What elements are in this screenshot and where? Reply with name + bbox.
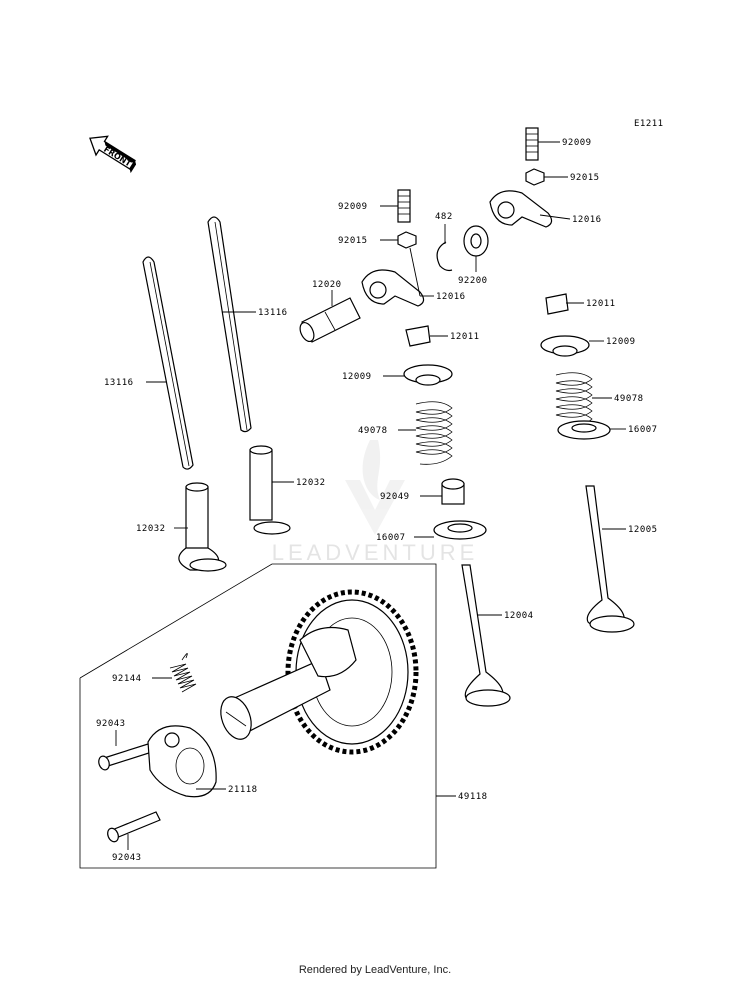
label-482: 482 xyxy=(435,212,453,222)
nut-mid xyxy=(397,231,417,249)
exhaust-valve xyxy=(585,485,635,633)
label-12011-mid: 12011 xyxy=(450,332,480,342)
rocker-arm-top xyxy=(489,190,553,228)
watermark-text: LEADVENTURE xyxy=(272,540,479,565)
collet-mid xyxy=(405,325,431,347)
camshaft-group-box xyxy=(79,563,437,869)
circlip xyxy=(436,241,453,272)
nut-top xyxy=(525,168,545,186)
washer xyxy=(463,225,489,257)
label-12016-top: 12016 xyxy=(572,215,602,225)
label-13116-right: 13116 xyxy=(258,308,288,318)
adjust-screw-mid xyxy=(397,189,411,223)
spring-seat-mid xyxy=(433,520,487,540)
label-92043-bottom: 92043 xyxy=(112,853,142,863)
label-16007-mid: 16007 xyxy=(376,533,406,543)
label-49078-right: 49078 xyxy=(614,394,644,404)
tappet-right xyxy=(249,445,291,535)
label-12032-left: 12032 xyxy=(136,524,166,534)
label-12016-mid: 12016 xyxy=(436,292,466,302)
label-21118: 21118 xyxy=(228,785,258,795)
tappet-left xyxy=(178,482,227,572)
label-92043-top: 92043 xyxy=(96,719,126,729)
part-labels: 92009 92015 12016 92009 482 92015 92200 … xyxy=(96,138,658,863)
adjust-screw-top xyxy=(525,127,539,161)
retainer-right xyxy=(540,335,590,357)
label-12020: 12020 xyxy=(312,280,342,290)
push-rod-left xyxy=(142,256,194,470)
label-92049: 92049 xyxy=(380,492,410,502)
watermark-logo xyxy=(345,440,405,535)
bolt-bottom xyxy=(107,811,161,843)
label-12005: 12005 xyxy=(628,525,658,535)
collet-right xyxy=(545,293,569,315)
footer-credit: Rendered by LeadVenture, Inc. xyxy=(298,964,452,976)
label-92015-mid: 92015 xyxy=(338,236,368,246)
label-12032-right: 12032 xyxy=(296,478,326,488)
rocker-arm-mid xyxy=(361,269,425,307)
label-12004: 12004 xyxy=(504,611,534,621)
governor-spring xyxy=(169,653,197,693)
label-12009-right: 12009 xyxy=(606,337,636,347)
label-49118: 49118 xyxy=(458,792,488,802)
label-92015-top: 92015 xyxy=(570,173,600,183)
valve-stem-seal xyxy=(441,478,465,505)
rocker-shaft xyxy=(299,297,361,343)
label-49078-mid: 49078 xyxy=(358,426,388,436)
intake-valve xyxy=(461,564,511,707)
label-12011-right: 12011 xyxy=(586,299,616,309)
bolt-top xyxy=(98,743,153,771)
push-rod-right xyxy=(207,216,252,433)
leader-lines xyxy=(115,141,626,850)
camshaft xyxy=(220,627,357,740)
label-92009-top: 92009 xyxy=(562,138,592,148)
diagram-code: E1211 xyxy=(634,119,664,129)
valve-spring-right xyxy=(555,372,593,428)
retainer-mid xyxy=(403,364,453,386)
valve-spring-mid xyxy=(415,401,453,465)
label-16007-right: 16007 xyxy=(628,425,658,435)
label-13116-left: 13116 xyxy=(104,378,134,388)
label-92200: 92200 xyxy=(458,276,488,286)
front-arrow-icon: FRONT xyxy=(89,135,136,174)
cam-plate xyxy=(147,725,217,798)
label-12009-mid: 12009 xyxy=(342,372,372,382)
label-92009-mid: 92009 xyxy=(338,202,368,212)
label-92144: 92144 xyxy=(112,674,142,684)
spring-seat-right xyxy=(557,420,611,440)
